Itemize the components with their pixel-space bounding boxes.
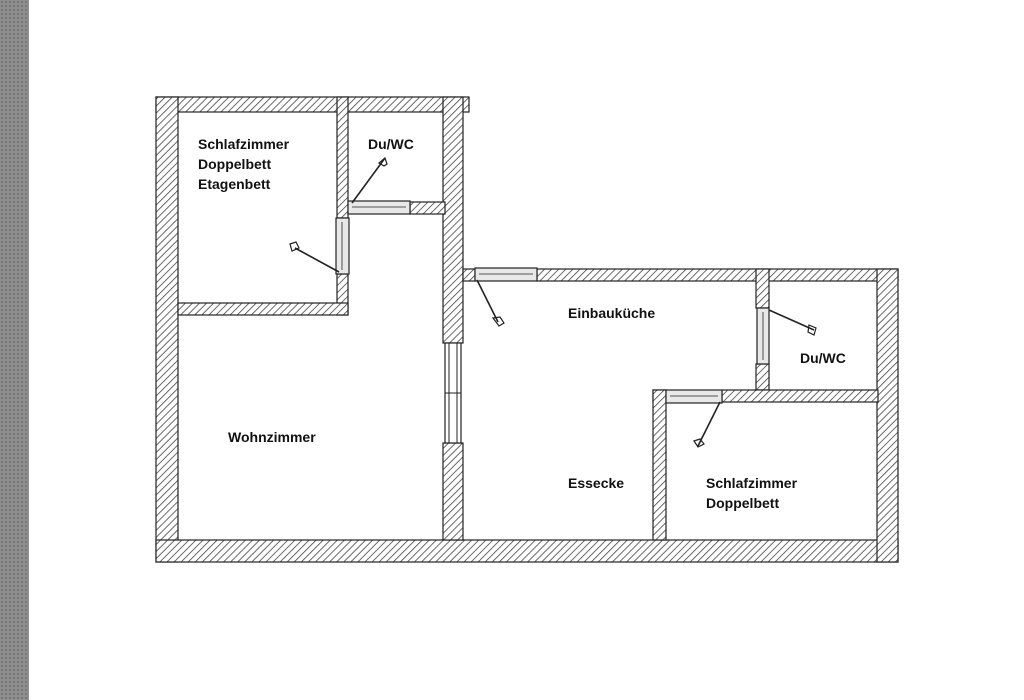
walls [155, 96, 899, 563]
wall-bottom [155, 539, 899, 563]
label-living: Wohnzimmer [228, 429, 316, 445]
doors [289, 156, 817, 448]
label-bedroom1-line2: Doppelbett [198, 156, 271, 172]
wall-left-left [155, 96, 179, 563]
door-kitchen [474, 267, 538, 327]
wall-bedroom1-bottom [177, 302, 349, 316]
window-living [444, 342, 462, 444]
label-kitchen: Einbauküche [568, 305, 655, 321]
door-bedroom1 [289, 217, 350, 275]
label-bedroom1-line3: Etagenbett [198, 176, 271, 192]
wall-bedroom2-left [652, 389, 667, 541]
room-labels: Schlafzimmer Doppelbett Etagenbett Du/WC… [198, 136, 846, 511]
label-bath2: Du/WC [800, 350, 846, 366]
label-bedroom2-line1: Schlafzimmer [706, 475, 798, 491]
door-bedroom2 [665, 389, 723, 448]
wall-bath1-bottom [409, 201, 446, 215]
wall-left-right-lower [442, 442, 464, 541]
label-bedroom2-line2: Doppelbett [706, 495, 779, 511]
label-bath1: Du/WC [368, 136, 414, 152]
wall-right-right [876, 268, 899, 563]
wall-bedroom1-right-upper [336, 96, 349, 219]
label-dining: Essecke [568, 475, 624, 491]
wall-bath2-left-lower [755, 363, 770, 391]
door-bath1 [347, 156, 411, 215]
wall-right-top [536, 268, 899, 282]
wall-left-top [155, 96, 470, 113]
wall-bath2-bottom [721, 389, 879, 403]
wall-right-top-stub [462, 268, 476, 282]
side-strip [0, 0, 29, 700]
label-bedroom1-line1: Schlafzimmer [198, 136, 290, 152]
wall-left-right-upper [442, 96, 464, 344]
wall-bath2-left-upper [755, 268, 770, 309]
door-bath2 [756, 307, 817, 365]
